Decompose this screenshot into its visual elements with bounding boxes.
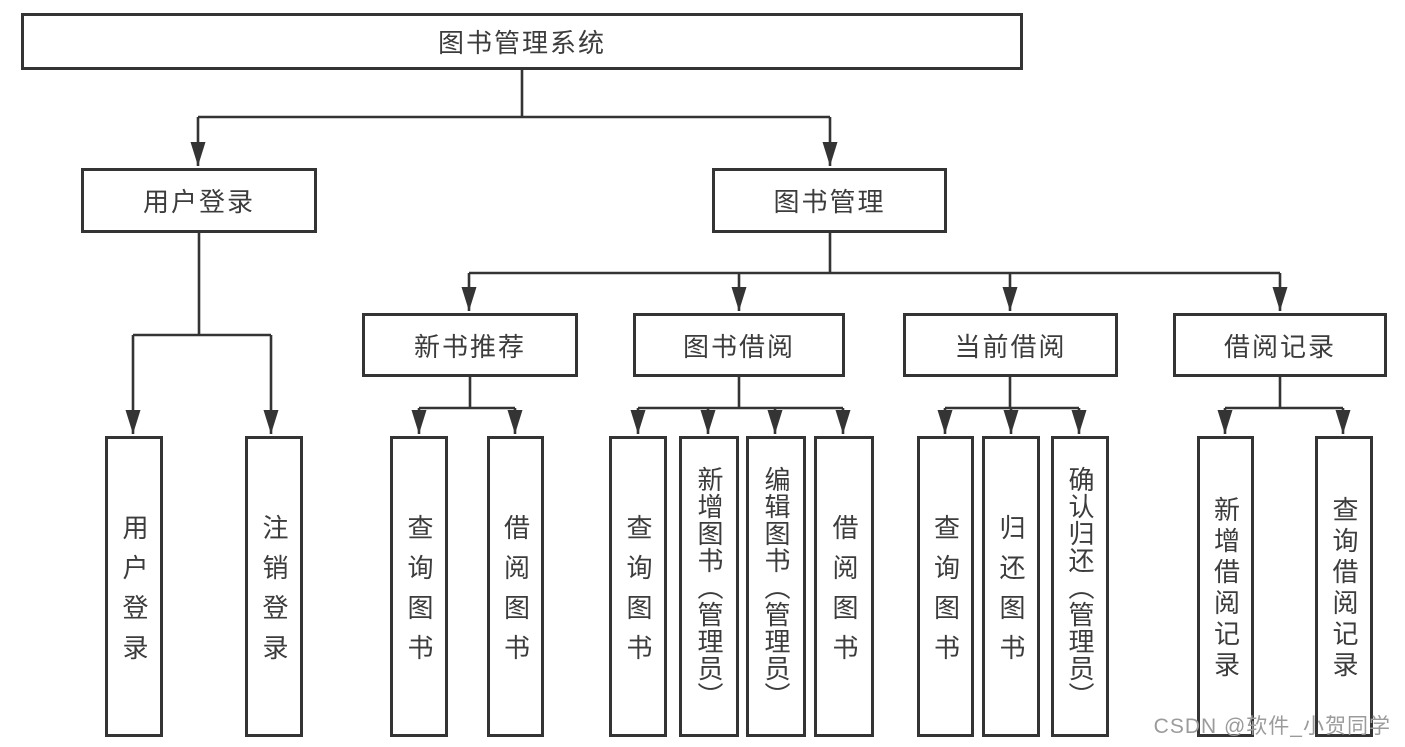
node-query-books-3: 查询图书 [917, 436, 974, 737]
node-logout: 注销登录 [245, 436, 303, 737]
node-label: 新书推荐 [413, 331, 526, 362]
node-borrow-books-1: 借阅图书 [487, 436, 544, 737]
node-label: 图书管理 [773, 187, 886, 217]
node-label: 借阅图书 [500, 513, 531, 674]
node-label: 归还图书 [996, 513, 1026, 674]
node-label: 新增图书（管理员） [694, 465, 724, 709]
watermark: CSDN @软件_小贺同学 [1153, 715, 1391, 738]
node-label: 当前借阅 [954, 331, 1067, 362]
node-user-login-branch: 用户登录 [81, 168, 317, 233]
node-label: 新增借阅记录 [1210, 496, 1241, 682]
node-book-management-branch: 图书管理 [712, 168, 947, 233]
node-confirm-return-admin: 确认归还（管理员） [1051, 436, 1109, 737]
node-query-books-2: 查询图书 [609, 436, 667, 737]
node-book-borrow: 图书借阅 [633, 313, 845, 377]
node-add-books-admin: 新增图书（管理员） [679, 436, 739, 737]
node-label: 图书管理系统 [437, 28, 606, 58]
node-library-management-system: 图书管理系统 [21, 13, 1023, 70]
node-current-borrow: 当前借阅 [903, 313, 1118, 377]
node-borrow-books-2: 借阅图书 [814, 436, 874, 737]
node-label: 确认归还（管理员） [1065, 465, 1095, 709]
node-label: 借阅记录 [1223, 331, 1336, 362]
node-label: 查询图书 [930, 513, 961, 674]
node-add-borrow-record: 新增借阅记录 [1197, 436, 1254, 737]
node-label: 编辑图书（管理员） [761, 465, 791, 709]
node-edit-books-admin: 编辑图书（管理员） [746, 436, 806, 737]
node-query-borrow-record: 查询借阅记录 [1315, 436, 1373, 737]
node-user-login: 用户登录 [105, 436, 163, 737]
node-label: 查询借阅记录 [1329, 496, 1359, 682]
node-return-books: 归还图书 [982, 436, 1040, 737]
node-label: 注销登录 [259, 513, 289, 674]
node-label: 查询图书 [404, 513, 434, 674]
node-new-book-recommend: 新书推荐 [362, 313, 578, 377]
node-label: 图书借阅 [682, 331, 795, 362]
node-borrow-record: 借阅记录 [1173, 313, 1387, 377]
node-label: 用户登录 [119, 513, 149, 674]
node-query-books-1: 查询图书 [390, 436, 448, 737]
node-label: 查询图书 [623, 513, 653, 674]
node-label: 用户登录 [142, 187, 255, 217]
node-label: 借阅图书 [829, 513, 859, 674]
